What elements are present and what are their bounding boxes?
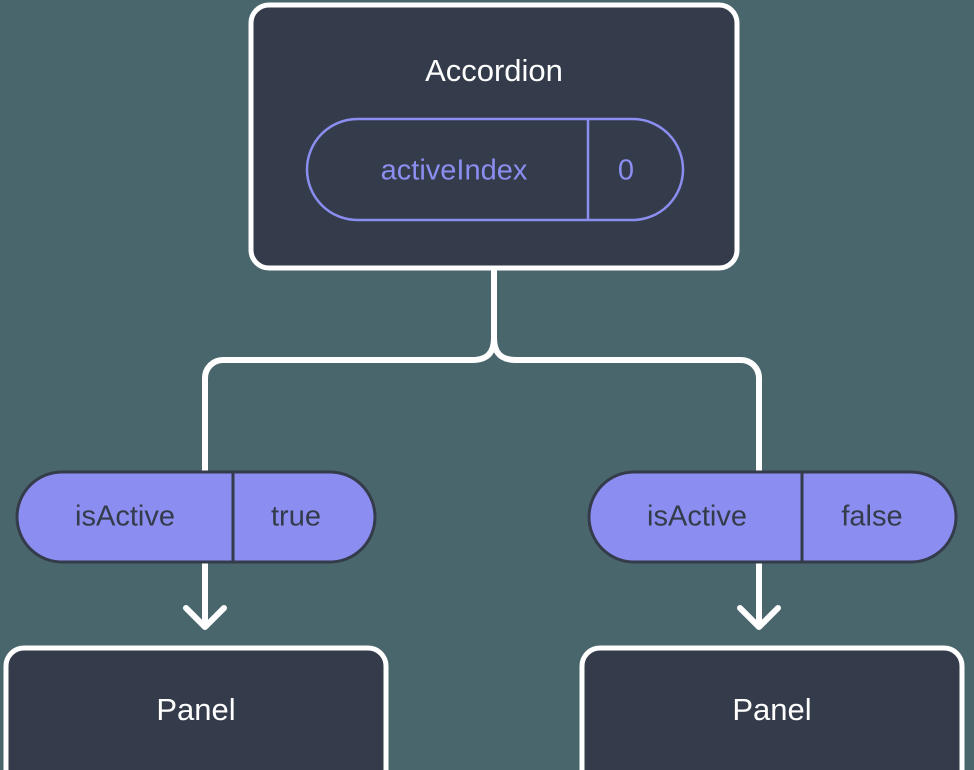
prop-pill-activeindex-outline bbox=[305, 117, 685, 222]
connector-branch-right bbox=[491, 335, 762, 475]
node-panel-left-title: Panel bbox=[156, 692, 235, 727]
node-panel-right-title: Panel bbox=[732, 692, 811, 727]
prop-pill-isactive-false[interactable]: isActive false bbox=[587, 470, 958, 564]
node-accordion-box bbox=[248, 2, 740, 271]
node-accordion[interactable]: Accordion activeIndex 0 bbox=[248, 2, 740, 271]
prop-pill-isactive-false-key: isActive bbox=[647, 501, 747, 533]
node-panel-left-box bbox=[3, 645, 389, 770]
node-panel-right[interactable]: Panel bbox=[579, 645, 965, 770]
prop-pill-isactive-true-body bbox=[15, 470, 377, 564]
node-accordion-title: Accordion bbox=[425, 53, 563, 88]
prop-pill-isactive-true-value: true bbox=[271, 501, 321, 533]
prop-pill-activeindex[interactable]: activeIndex 0 bbox=[305, 117, 685, 222]
arrow-head-right-icon bbox=[737, 605, 781, 630]
arrow-head-group bbox=[183, 605, 781, 630]
node-panel-right-box bbox=[579, 645, 965, 770]
prop-pill-isactive-true[interactable]: isActive true bbox=[15, 470, 377, 564]
connector-group bbox=[202, 265, 762, 628]
prop-pill-isactive-false-body bbox=[587, 470, 958, 564]
prop-pill-activeindex-key: activeIndex bbox=[381, 155, 528, 187]
node-panel-left[interactable]: Panel bbox=[3, 645, 389, 770]
arrow-head-left-icon bbox=[183, 605, 227, 630]
prop-pill-isactive-true-key: isActive bbox=[75, 501, 175, 533]
connector-branch-left bbox=[202, 335, 497, 475]
prop-pill-isactive-false-value: false bbox=[841, 501, 902, 533]
prop-pill-activeindex-value: 0 bbox=[618, 155, 634, 187]
